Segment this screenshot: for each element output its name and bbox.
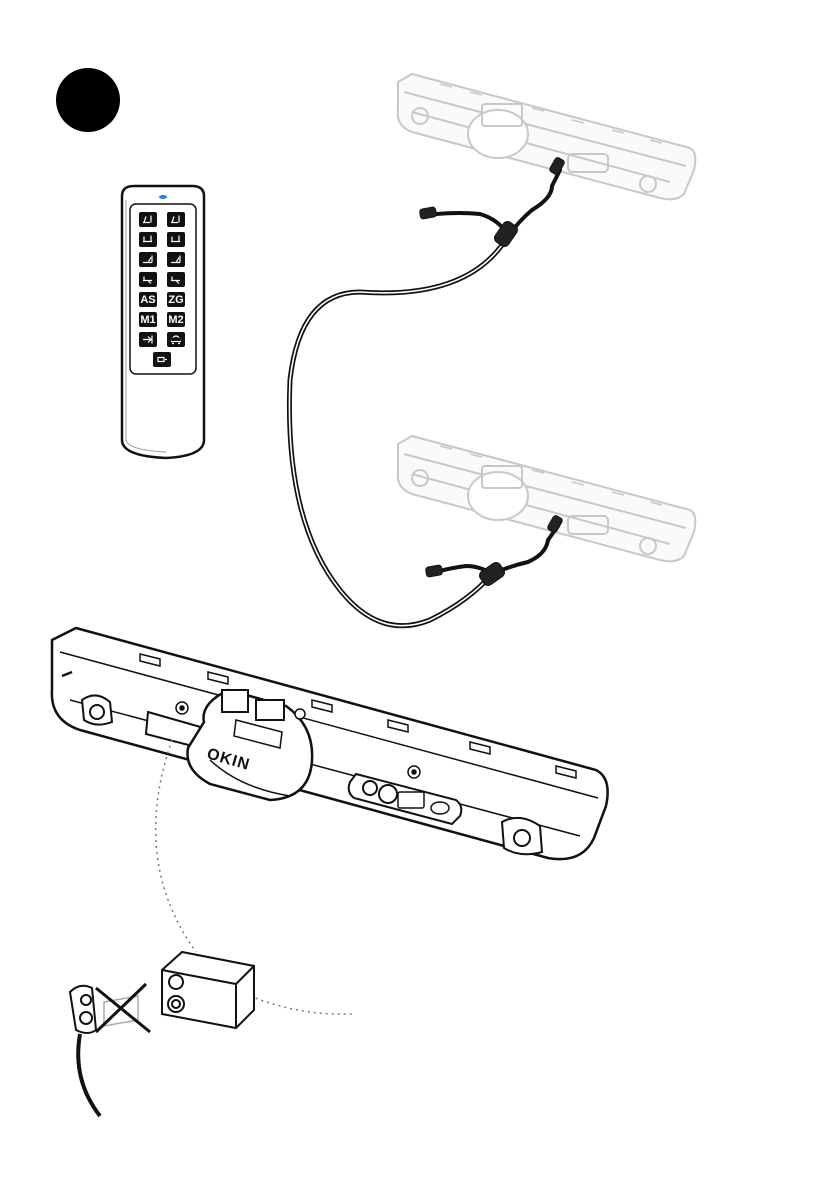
remote-button-massage[interactable] bbox=[167, 332, 185, 347]
remote-button-arrow-in[interactable] bbox=[139, 332, 157, 347]
battery-clip-crossed-out bbox=[70, 984, 150, 1116]
remote-button-m1[interactable]: M1 bbox=[139, 312, 157, 327]
sync-cable bbox=[289, 157, 565, 626]
motor-unit-main: OKIN bbox=[52, 628, 608, 859]
remote-button-bed-foot-down[interactable] bbox=[139, 272, 157, 287]
remote-button-bed-foot-up[interactable] bbox=[167, 252, 185, 267]
remote-button-m2[interactable]: M2 bbox=[167, 312, 185, 327]
remote-button-zg[interactable]: ZG bbox=[167, 292, 185, 307]
leader-line-battery-right bbox=[250, 996, 352, 1014]
remote-button-as[interactable]: AS bbox=[139, 292, 157, 307]
remote-button-zg-label: ZG bbox=[168, 294, 183, 306]
motor-unit-top-faded bbox=[398, 74, 696, 199]
remote-button-as-label: AS bbox=[140, 294, 155, 306]
remote-button-bed-head-up[interactable] bbox=[139, 212, 157, 227]
button-panel bbox=[130, 204, 196, 374]
remote-button-m1-label: M1 bbox=[140, 314, 155, 326]
remote-button-bed-head-down[interactable] bbox=[139, 232, 157, 247]
remote-control: AS ZG M1 M2 bbox=[122, 186, 204, 458]
remote-button-bed-head-up[interactable] bbox=[167, 212, 185, 227]
battery-9v bbox=[162, 952, 254, 1028]
status-led bbox=[159, 195, 167, 199]
leader-line-battery bbox=[156, 740, 196, 952]
remote-button-bed-foot-up[interactable] bbox=[139, 252, 157, 267]
remote-button-light[interactable] bbox=[153, 352, 171, 367]
remote-button-bed-head-down[interactable] bbox=[167, 232, 185, 247]
remote-button-m2-label: M2 bbox=[168, 314, 183, 326]
remote-button-bed-foot-down[interactable] bbox=[167, 272, 185, 287]
